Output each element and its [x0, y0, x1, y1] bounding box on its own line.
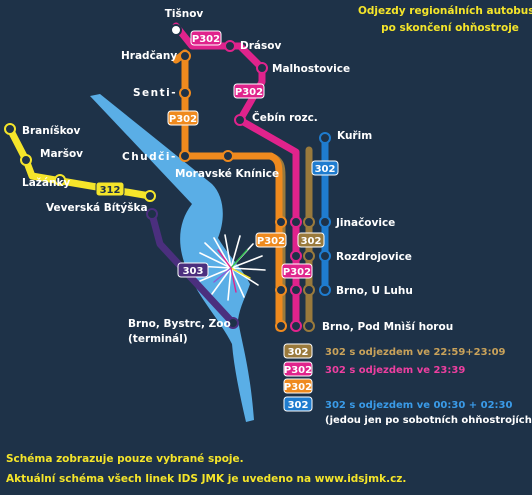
legend-item-brown: 302 302 s odjezdem ve 22:59+23:09 — [283, 343, 506, 359]
legend-text-magenta: 302 s odjezdem ve 23:39 — [325, 365, 465, 376]
stop-jinacovice-4 — [319, 216, 331, 228]
svg-text:P302: P302 — [284, 365, 312, 376]
stop-senti — [179, 87, 191, 99]
stop-tisnov — [170, 24, 182, 36]
svg-text:303: 303 — [183, 266, 204, 277]
label-jinacovice: Jinačovice — [335, 217, 395, 229]
route-yellow-312 — [6, 125, 154, 200]
stop-rozdrojovice-2 — [303, 250, 315, 262]
stop-hradcany — [179, 50, 191, 62]
label-senti: Senti- — [133, 87, 177, 99]
svg-text:P302: P302 — [257, 236, 285, 247]
badge-302-blue-kurim: 302 — [311, 160, 339, 176]
svg-text:P302: P302 — [169, 114, 197, 125]
label-cebin: Čebín rozc. — [252, 111, 318, 124]
svg-text:P302: P302 — [283, 267, 311, 278]
label-kurim: Kuřim — [337, 130, 372, 142]
label-hradcany: Hradčany — [121, 50, 177, 62]
label-veverska-bityska: Veverská Bítýška — [46, 202, 148, 214]
header-line-2: po skončení ohňostroje — [381, 22, 519, 34]
stop-jinacovice-2 — [290, 216, 302, 228]
label-moravske-kninice: Moravské Knínice — [175, 168, 279, 180]
stop-rozdrojovice-1 — [290, 250, 302, 262]
svg-text:P302: P302 — [284, 382, 312, 393]
svg-text:302: 302 — [288, 347, 309, 358]
label-marsov: Maršov — [40, 148, 83, 160]
stop-rozdrojovice-3 — [319, 250, 331, 262]
stop-brno-u-luhu-1 — [275, 284, 287, 296]
stop-brno-u-luhu-3 — [303, 284, 315, 296]
stop-bystrc-zoo — [227, 317, 239, 329]
route-magenta-p302 — [172, 22, 300, 332]
stop-pod-mnisi-horou-3 — [303, 320, 315, 332]
legend-text-brown: 302 s odjezdem ve 22:59+23:09 — [325, 347, 506, 358]
stops — [4, 24, 331, 332]
label-rozdrojovice: Rozdrojovice — [336, 251, 412, 263]
label-lazanky: Lažánky — [22, 177, 70, 189]
label-brno-u-luhu: Brno, U Luhu — [336, 285, 413, 297]
badge-303-purple: 303 — [177, 262, 209, 278]
svg-text:P302: P302 — [192, 34, 220, 45]
badge-p302-orange-jinacovice: P302 — [255, 232, 287, 248]
badge-p302-magenta-rozdrojovice: P302 — [281, 263, 313, 279]
route-purple-303 — [148, 210, 237, 327]
badge-312-yellow: 312 — [95, 181, 125, 197]
badge-p302-top: P302 — [190, 30, 222, 46]
svg-text:302: 302 — [301, 236, 322, 247]
legend-item-blue: 302 302 s odjezdem ve 00:30 + 02:30 (jed… — [283, 396, 532, 426]
stop-veverska-bityska — [144, 190, 156, 202]
legend: 302 302 s odjezdem ve 22:59+23:09 P302 3… — [283, 343, 532, 426]
stop-drasov — [224, 40, 236, 52]
stop-veverska-bityska-303 — [146, 208, 158, 220]
footer-link-note: Aktuální schéma všech linek IDS JMK je u… — [6, 473, 406, 485]
legend-item-magenta: P302 302 s odjezdem ve 23:39 — [283, 361, 465, 377]
svg-text:302: 302 — [315, 164, 336, 175]
stop-jinacovice-1 — [275, 216, 287, 228]
badge-p302-orange-senti: P302 — [167, 110, 199, 126]
stop-marsov — [20, 154, 32, 166]
label-tisnov: Tišnov — [165, 8, 204, 20]
label-brno-pod-mnisi-horou: Brno, Pod Mnìší horou — [322, 321, 453, 333]
stop-pod-mnisi-horou-1 — [275, 320, 287, 332]
label-malhostovice: Malhostovice — [272, 63, 350, 75]
footer-note: Schéma zobrazuje pouze vybrané spoje. — [6, 453, 244, 465]
label-drasov: Drásov — [240, 40, 281, 52]
header-line-1: Odjezdy regionálních autobusů — [358, 4, 532, 17]
label-chudci: Chudči- — [122, 151, 177, 163]
label-braniskov: Braníškov — [22, 125, 81, 137]
svg-text:302: 302 — [288, 400, 309, 411]
stop-malhostovice — [256, 62, 268, 74]
badge-p302-malhostovice: P302 — [233, 83, 265, 99]
stop-pod-mnisi-horou-2 — [290, 320, 302, 332]
label-brno-bystrc-terminal: (terminál) — [128, 333, 188, 345]
stop-moravske-kninice — [222, 150, 234, 162]
svg-text:P302: P302 — [235, 87, 263, 98]
stop-braniskov — [4, 123, 16, 135]
stop-jinacovice-3 — [303, 216, 315, 228]
svg-text:312: 312 — [100, 185, 121, 196]
stop-lazanky — [54, 174, 66, 186]
stop-brno-u-luhu-2 — [290, 284, 302, 296]
stop-kurim — [319, 132, 331, 144]
stop-chudci — [179, 150, 191, 162]
stop-cebin — [234, 114, 246, 126]
stop-brno-u-luhu-4 — [319, 284, 331, 296]
label-brno-bystrc-zoo: Brno, Bystrc, Zoo — [128, 318, 231, 330]
badge-302-brown-jinacovice: 302 — [297, 232, 325, 248]
legend-text-blue-note: (jedou jen po sobotních ohňostrojích) — [325, 414, 532, 426]
legend-item-orange: P302 — [283, 378, 313, 394]
legend-text-blue: 302 s odjezdem ve 00:30 + 02:30 — [325, 400, 513, 411]
